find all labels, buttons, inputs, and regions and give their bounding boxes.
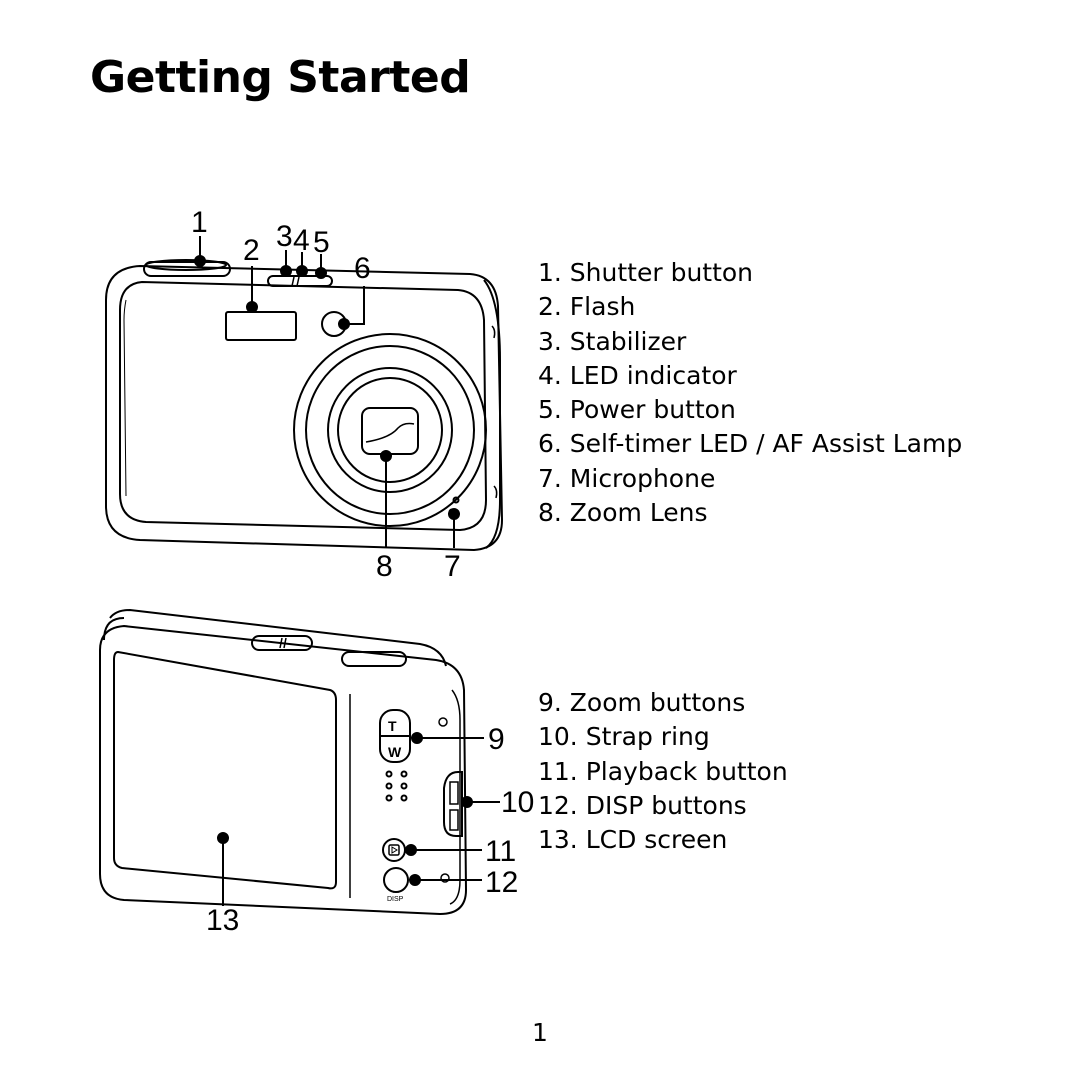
legend-item: 12. DISP buttons	[538, 790, 747, 820]
disp-label: DISP	[387, 896, 404, 903]
legend-item: 5. Power button	[538, 395, 736, 425]
callout-dot	[461, 796, 473, 808]
callout-dot	[405, 844, 417, 856]
callout-7: 7	[444, 550, 461, 583]
page-number: 1	[532, 1018, 548, 1047]
callout-13: 13	[206, 904, 239, 937]
legend-item: 8. Zoom Lens	[538, 498, 708, 528]
legend-item: 10. Strap ring	[538, 722, 710, 752]
legend-item: 9. Zoom buttons	[538, 688, 746, 717]
callout-4: 4	[293, 224, 310, 257]
callout-dot	[217, 832, 229, 844]
callout-dot	[338, 318, 350, 330]
wide-label: W	[388, 744, 402, 760]
callout-3: 3	[276, 220, 293, 253]
camera-back-illustration	[99, 608, 468, 916]
callout-dot	[409, 874, 421, 886]
callout-11: 11	[485, 835, 516, 868]
camera-front-illustration	[105, 259, 504, 552]
legend-item: 11. Playback button	[538, 756, 788, 786]
legend-item: 4. LED indicator	[538, 360, 737, 390]
legend-item: 13. LCD screen	[538, 825, 728, 855]
callout-dot	[296, 265, 308, 277]
callout-5: 5	[313, 226, 330, 259]
callout-10: 10	[501, 786, 534, 819]
callout-9: 9	[488, 723, 505, 756]
callout-dot	[280, 265, 292, 277]
legend-item: 3. Stabilizer	[538, 326, 687, 356]
callout-dot	[380, 450, 392, 462]
callout-dot	[246, 301, 258, 313]
callout-dot	[411, 732, 423, 744]
callout-2: 2	[243, 234, 260, 267]
callout-12: 12	[485, 866, 518, 899]
callout-dot	[315, 267, 327, 279]
legend-item: 7. Microphone	[538, 463, 716, 493]
callout-1: 1	[191, 206, 208, 239]
back-leader-lines	[217, 732, 500, 906]
legend-item: 2. Flash	[538, 292, 636, 322]
callout-8: 8	[376, 550, 393, 583]
callout-6: 6	[354, 252, 371, 285]
tele-label: T	[388, 718, 397, 734]
front-leader-lines	[194, 236, 460, 548]
back-parts-list: 9. Zoom buttons 10. Strap ring 11. Playb…	[538, 686, 788, 857]
legend-item: 1. Shutter button	[538, 258, 754, 287]
front-parts-list: 1. Shutter button 2. Flash 3. Stabilizer…	[538, 256, 962, 530]
legend-item: 6. Self-timer LED / AF Assist Lamp	[538, 429, 963, 459]
page-title: Getting Started	[90, 52, 471, 103]
callout-dot	[448, 508, 460, 520]
callout-dot	[194, 255, 206, 267]
